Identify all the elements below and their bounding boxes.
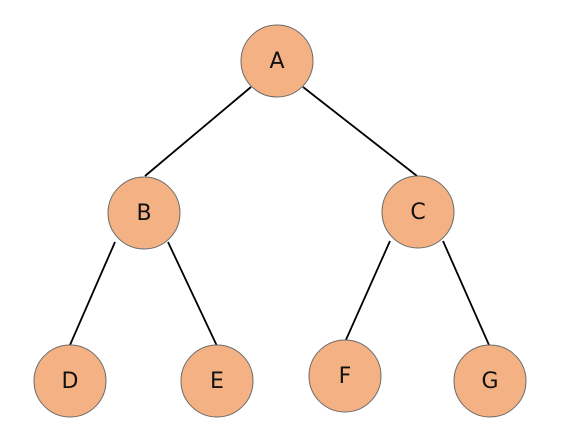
tree-node-b: B <box>107 176 181 250</box>
edges-layer <box>69 86 490 347</box>
node-circle-c <box>381 175 455 249</box>
node-circle-g <box>453 344 527 418</box>
node-circle-b <box>107 176 181 250</box>
tree-node-e: E <box>180 344 254 418</box>
node-circle-e <box>180 344 254 418</box>
node-circle-a <box>240 24 314 98</box>
edge-a-b <box>144 86 252 177</box>
node-label-d: D <box>62 369 79 394</box>
node-label-f: F <box>339 364 352 389</box>
tree-node-a: A <box>240 24 314 98</box>
node-label-c: C <box>410 200 425 225</box>
tree-node-c: C <box>381 175 455 249</box>
tree-node-d: D <box>33 344 107 418</box>
node-label-a: A <box>269 49 284 74</box>
node-label-b: B <box>136 201 151 226</box>
edge-b-d <box>69 241 116 346</box>
node-label-e: E <box>210 369 224 394</box>
node-circle-f <box>308 339 382 413</box>
tree-node-g: G <box>453 344 527 418</box>
edge-c-f <box>344 240 391 343</box>
nodes-layer: A B C D E F G <box>33 24 527 418</box>
edge-a-c <box>302 86 418 177</box>
node-label-g: G <box>481 369 498 394</box>
edge-c-g <box>442 240 490 346</box>
edge-b-e <box>167 241 218 347</box>
node-circle-d <box>33 344 107 418</box>
tree-node-f: F <box>308 339 382 413</box>
